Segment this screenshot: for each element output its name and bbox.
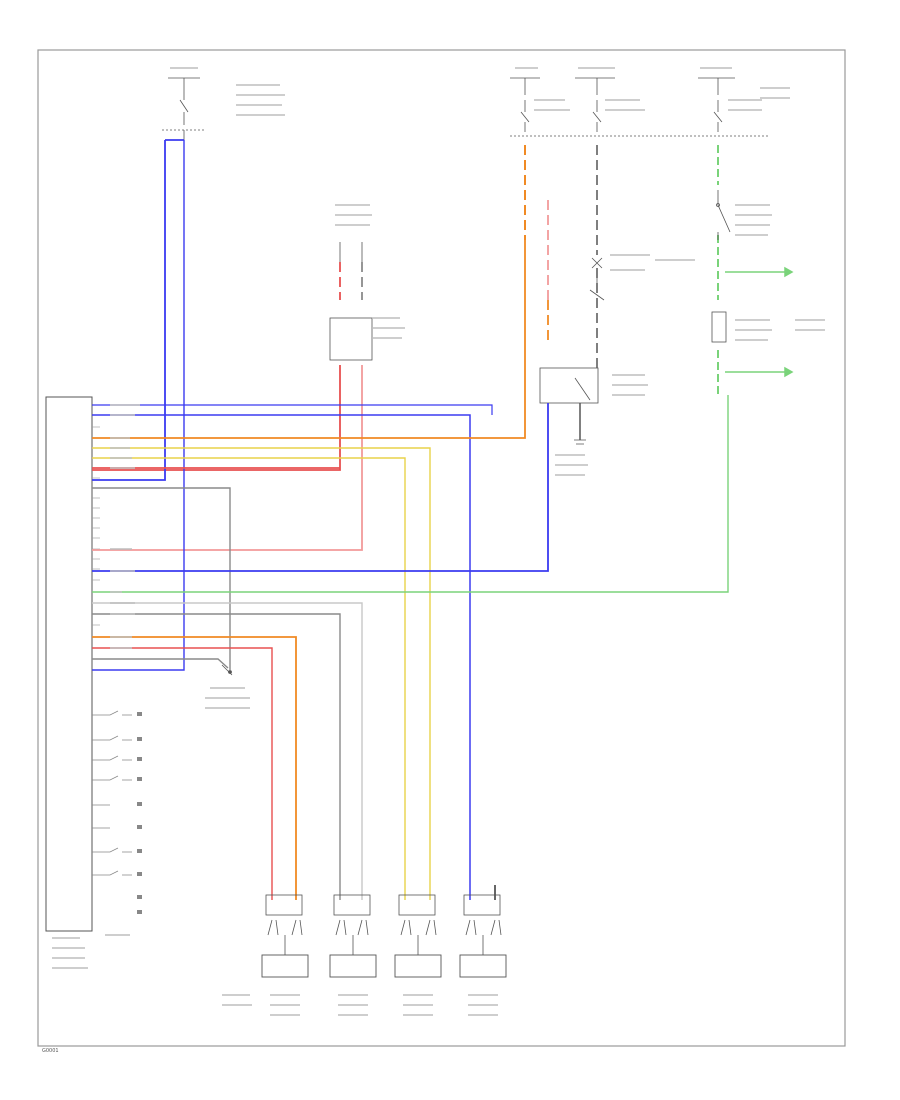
label-placeholder-marks [52,67,825,1016]
abs-control-module [45,396,93,932]
right-rear-sensor [459,954,507,978]
sensor-wire-stubs [284,935,484,955]
fuse-block-right [510,77,770,137]
diagnostic-connector [221,664,233,676]
green-arrows [725,266,794,378]
wheel-sensor-terminals [267,919,502,936]
module-pin-stubs [92,404,100,671]
right-connector [711,311,727,343]
left-rear-sensor [329,954,377,978]
wheel-sensor-connectors [265,894,501,916]
middle-upper-connector [329,242,373,361]
diagram-frame [37,49,846,1047]
middle-vertical-wires [92,200,549,551]
harness-wires [92,140,729,900]
right-front-sensor [394,954,442,978]
abs-fuse-switch [539,257,605,445]
stop-lamp-switch [716,190,731,240]
fuse-block-left [162,77,205,140]
module-ground-terminals [137,712,142,914]
module-internal-switches [92,710,132,876]
left-front-sensor [261,954,309,978]
wheel-speed-sensors [261,954,507,978]
fuse-circuit-wires [524,145,719,395]
figure-id: G0001 [42,1048,59,1054]
